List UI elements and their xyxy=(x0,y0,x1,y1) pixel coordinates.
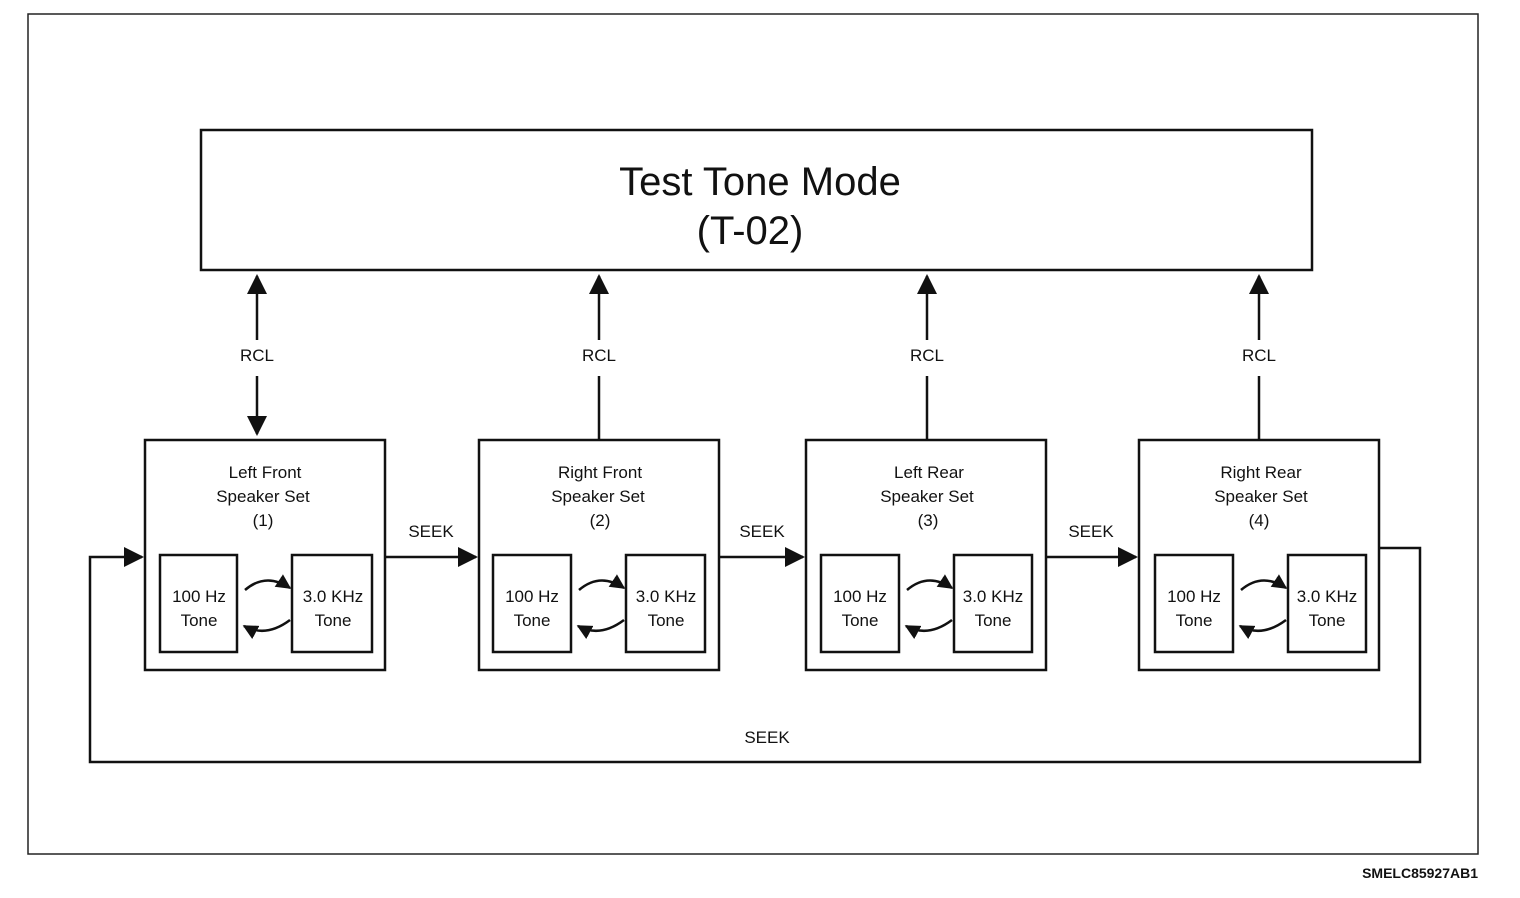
rcl-label: RCL xyxy=(910,346,944,365)
speaker-set-number: (2) xyxy=(590,511,611,530)
seek-connector-3-4: SEEK xyxy=(1046,522,1138,567)
tone-label: Tone xyxy=(1176,611,1213,630)
speaker-set-number: (4) xyxy=(1249,511,1270,530)
seek-connector-1-2: SEEK xyxy=(385,522,478,567)
tone-3khz-box xyxy=(1286,553,1368,654)
rcl-label: RCL xyxy=(582,346,616,365)
speaker-set-left-front: Left Front Speaker Set (1) 100 Hz Tone 3… xyxy=(143,438,387,672)
speaker-set-name-line1: Left Front xyxy=(229,463,302,482)
rcl-connector-1: RCL xyxy=(240,274,274,436)
tone-100hz-label: 100 Hz xyxy=(172,587,226,606)
tone-label: Tone xyxy=(181,611,218,630)
speaker-set-right-rear: Right Rear Speaker Set (4) 100 Hz Tone 3… xyxy=(1137,438,1381,672)
tone-100hz-label: 100 Hz xyxy=(1167,587,1221,606)
test-tone-mode-box xyxy=(199,128,1314,272)
tone-label: Tone xyxy=(315,611,352,630)
rcl-label: RCL xyxy=(240,346,274,365)
speaker-set-name-line2: Speaker Set xyxy=(1214,487,1308,506)
tone-3khz-label: 3.0 KHz xyxy=(963,587,1023,606)
tone-3khz-label: 3.0 KHz xyxy=(636,587,696,606)
seek-return-loop: SEEK xyxy=(88,546,1422,764)
tone-3khz-box xyxy=(624,553,707,654)
speaker-set-name-line2: Speaker Set xyxy=(880,487,974,506)
tone-label: Tone xyxy=(648,611,685,630)
speaker-set-name-line2: Speaker Set xyxy=(216,487,310,506)
speaker-set-name-line1: Right Front xyxy=(558,463,642,482)
rcl-connector-4: RCL xyxy=(1242,274,1276,440)
tone-3khz-box xyxy=(290,553,374,654)
tone-100hz-box xyxy=(158,553,239,654)
speaker-set-name-line1: Left Rear xyxy=(894,463,964,482)
speaker-set-name-line2: Speaker Set xyxy=(551,487,645,506)
speaker-set-right-front: Right Front Speaker Set (2) 100 Hz Tone … xyxy=(477,438,721,672)
seek-label: SEEK xyxy=(744,728,790,747)
tone-label: Tone xyxy=(975,611,1012,630)
speaker-set-number: (1) xyxy=(253,511,274,530)
seek-connector-2-3: SEEK xyxy=(719,522,805,567)
outer-frame xyxy=(27,13,1479,855)
rcl-connector-2: RCL xyxy=(582,274,616,440)
mode-subtitle: (T-02) xyxy=(697,209,804,253)
speaker-set-left-rear: Left Rear Speaker Set (3) 100 Hz Tone 3.… xyxy=(804,438,1048,672)
tone-3khz-label: 3.0 KHz xyxy=(1297,587,1357,606)
rcl-connector-3: RCL xyxy=(910,274,944,440)
seek-label: SEEK xyxy=(1068,522,1114,541)
tone-label: Tone xyxy=(514,611,551,630)
tone-100hz-box xyxy=(819,553,901,654)
rcl-label: RCL xyxy=(1242,346,1276,365)
tone-label: Tone xyxy=(842,611,879,630)
tone-100hz-label: 100 Hz xyxy=(833,587,887,606)
figure-code: SMELC85927AB1 xyxy=(1362,865,1478,881)
tone-100hz-box xyxy=(1153,553,1235,654)
speaker-set-name-line1: Right Rear xyxy=(1220,463,1302,482)
tone-100hz-box xyxy=(491,553,573,654)
speaker-set-number: (3) xyxy=(918,511,939,530)
tone-label: Tone xyxy=(1309,611,1346,630)
mode-title: Test Tone Mode xyxy=(619,160,901,204)
seek-label: SEEK xyxy=(739,522,785,541)
seek-label: SEEK xyxy=(408,522,454,541)
tone-100hz-label: 100 Hz xyxy=(505,587,559,606)
tone-3khz-box xyxy=(952,553,1034,654)
tone-3khz-label: 3.0 KHz xyxy=(303,587,363,606)
